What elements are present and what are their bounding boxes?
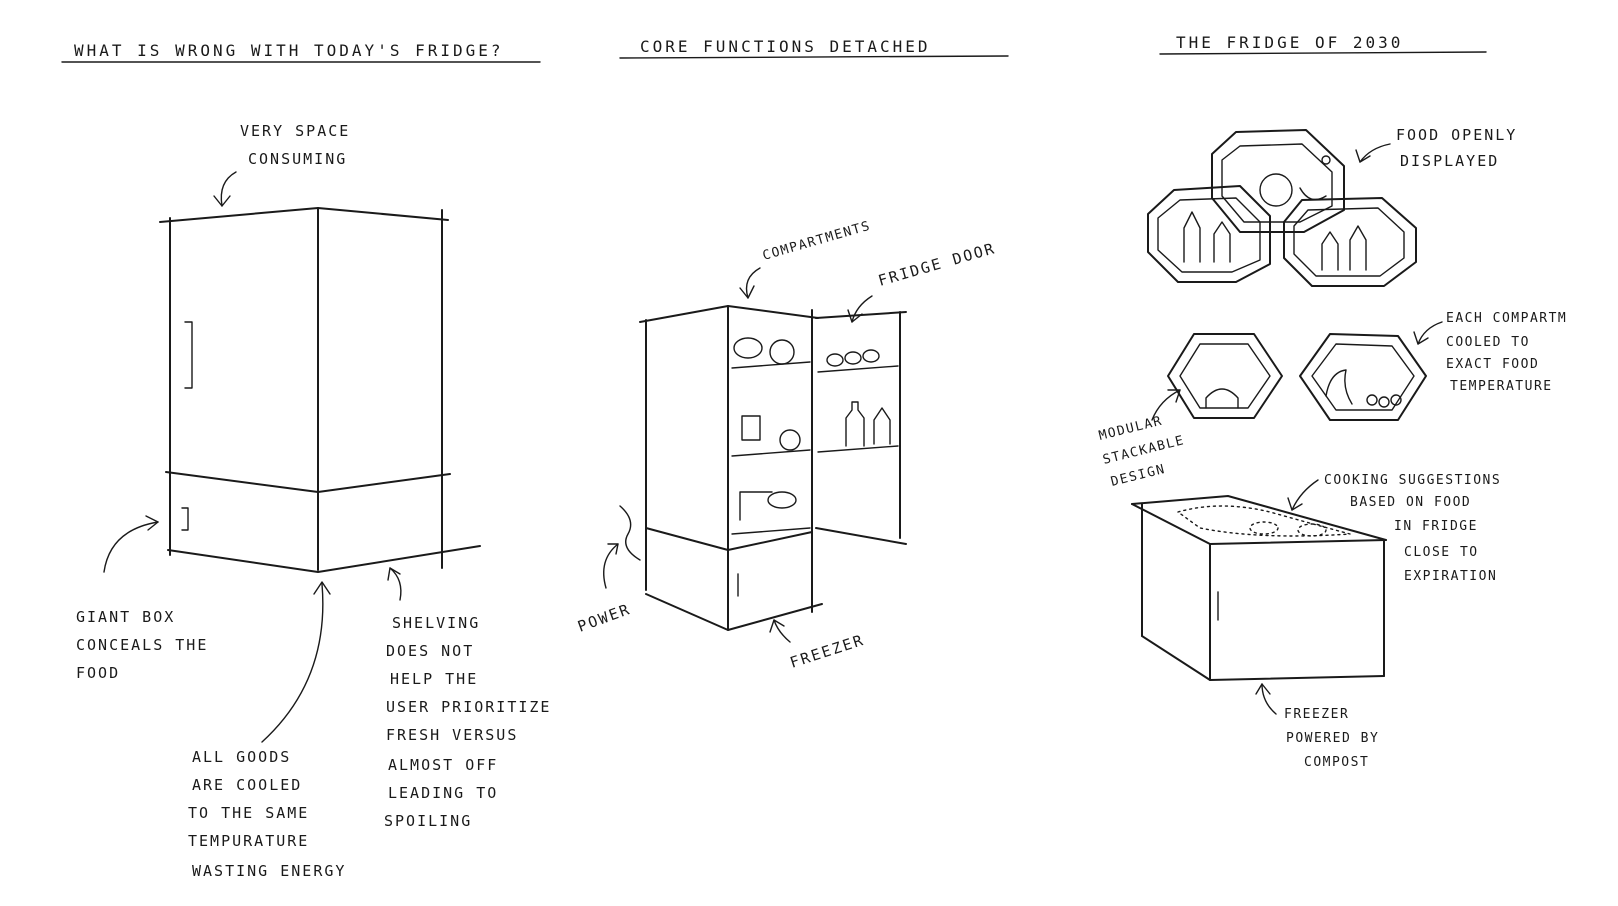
svg-text:FREEZER: FREEZER <box>1284 707 1349 722</box>
title-future-underline <box>1159 51 1487 55</box>
note-power: POWER <box>575 543 633 636</box>
svg-text:FREEZER: FREEZER <box>788 631 867 672</box>
arrow-cooled <box>1417 321 1443 345</box>
note-cooking-suggestions: COOKING SUGGESTIONS BASED ON FOOD IN FRI… <box>1287 473 1501 584</box>
svg-text:DOES NOT: DOES NOT <box>386 642 474 660</box>
note-space-consuming: VERY SPACE CONSUMING <box>213 122 350 207</box>
hex-compartment-cooled <box>1299 333 1427 421</box>
svg-text:USER PRIORITIZE: USER PRIORITIZE <box>386 698 551 716</box>
note-shelving: SHELVING DOES NOT HELP THE USER PRIORITI… <box>384 567 551 830</box>
svg-text:IN FRIDGE: IN FRIDGE <box>1394 519 1478 534</box>
svg-text:EXACT FOOD: EXACT FOOD <box>1446 357 1539 372</box>
svg-text:DESIGN: DESIGN <box>1109 462 1167 490</box>
svg-text:TEMPURATURE: TEMPURATURE <box>188 832 309 850</box>
arrow-display <box>1359 143 1391 163</box>
note-openly-displayed: FOOD OPENLY DISPLAYED <box>1355 126 1517 170</box>
svg-text:GIANT BOX: GIANT BOX <box>76 608 175 626</box>
future-freezer-drawing <box>1131 495 1387 681</box>
arrow-modular <box>1151 389 1181 421</box>
svg-text:POWERED BY: POWERED BY <box>1286 731 1379 746</box>
fridge-handle <box>184 321 193 389</box>
title-future-text: THE FRIDGE OF 2030 <box>1176 33 1403 52</box>
hex-compartment-cluster <box>1147 129 1417 287</box>
svg-text:WASTING ENERGY: WASTING ENERGY <box>192 862 346 880</box>
note-exact-temperature: EACH COMPARTM COOLED TO EXACT FOOD TEMPE… <box>1413 311 1567 394</box>
svg-text:COMPARTMENTS: COMPARTMENTS <box>761 219 873 264</box>
svg-text:TO THE SAME: TO THE SAME <box>188 804 309 822</box>
svg-text:EACH COMPARTM: EACH COMPARTM <box>1446 311 1567 326</box>
note-freezer-core: FREEZER <box>769 619 867 672</box>
arrow-compartments <box>745 267 761 299</box>
power-cord <box>619 505 641 561</box>
svg-text:CONSUMING: CONSUMING <box>248 150 347 168</box>
svg-text:COMPOST: COMPOST <box>1304 755 1369 770</box>
arrow-freezer-core <box>773 619 791 643</box>
svg-text:COOKING SUGGESTIONS: COOKING SUGGESTIONS <box>1324 473 1501 488</box>
svg-text:EXPIRATION: EXPIRATION <box>1404 569 1497 584</box>
svg-text:ARE COOLED: ARE COOLED <box>192 776 302 794</box>
freezer-handle <box>181 507 189 531</box>
svg-text:CLOSE TO: CLOSE TO <box>1404 545 1479 560</box>
svg-text:HELP THE: HELP THE <box>390 670 478 688</box>
svg-text:SPOILING: SPOILING <box>384 812 472 830</box>
arrow-power <box>603 543 619 589</box>
svg-text:POWER: POWER <box>575 600 633 636</box>
svg-text:SHELVING: SHELVING <box>392 614 480 632</box>
svg-text:CONCEALS THE: CONCEALS THE <box>76 636 208 654</box>
svg-text:LEADING TO: LEADING TO <box>388 784 498 802</box>
svg-text:COOLED TO: COOLED TO <box>1446 335 1530 350</box>
title-core-underline <box>619 55 1009 59</box>
note-fridge-door: FRIDGE DOOR <box>847 239 998 323</box>
note-same-temperature: ALL GOODS ARE COOLED TO THE SAME TEMPURA… <box>188 581 346 880</box>
svg-text:FOOD OPENLY: FOOD OPENLY <box>1396 126 1517 144</box>
svg-text:VERY SPACE: VERY SPACE <box>240 122 350 140</box>
note-compartments: COMPARTMENTS <box>739 219 873 299</box>
arrow-cooking <box>1291 479 1319 511</box>
arrow-cooling <box>261 583 324 743</box>
note-giant-box: GIANT BOX CONCEALS THE FOOD <box>76 515 208 682</box>
open-fridge-drawing <box>619 305 907 631</box>
svg-text:ALMOST OFF: ALMOST OFF <box>388 756 498 774</box>
hex-compartment-modular <box>1167 333 1283 419</box>
arrow-compost <box>1261 683 1277 715</box>
svg-text:DISPLAYED: DISPLAYED <box>1400 152 1499 170</box>
arrow-space <box>220 171 237 207</box>
section-title-future: THE FRIDGE OF 2030 <box>1159 33 1487 55</box>
svg-text:TEMPERATURE: TEMPERATURE <box>1450 379 1553 394</box>
note-compost: FREEZER POWERED BY COMPOST <box>1255 683 1379 770</box>
section-title-core: CORE FUNCTIONS DETACHED <box>619 37 1009 59</box>
section-title-problem: WHAT IS WRONG WITH TODAY'S FRIDGE? <box>61 41 541 63</box>
arrow-box <box>103 521 159 573</box>
svg-text:FRESH VERSUS: FRESH VERSUS <box>386 726 518 744</box>
todays-fridge-drawing <box>159 207 481 573</box>
svg-text:BASED ON FOOD: BASED ON FOOD <box>1350 495 1471 510</box>
svg-text:FRIDGE DOOR: FRIDGE DOOR <box>876 239 998 290</box>
cooking-suggestion-display <box>1177 505 1351 537</box>
arrow-door <box>851 295 873 323</box>
svg-text:ALL GOODS: ALL GOODS <box>192 748 291 766</box>
title-core-text: CORE FUNCTIONS DETACHED <box>640 37 931 56</box>
title-problem-text: WHAT IS WRONG WITH TODAY'S FRIDGE? <box>74 41 504 60</box>
note-modular: MODULAR STACKABLE DESIGN <box>1097 389 1186 490</box>
svg-text:FOOD: FOOD <box>76 664 120 682</box>
